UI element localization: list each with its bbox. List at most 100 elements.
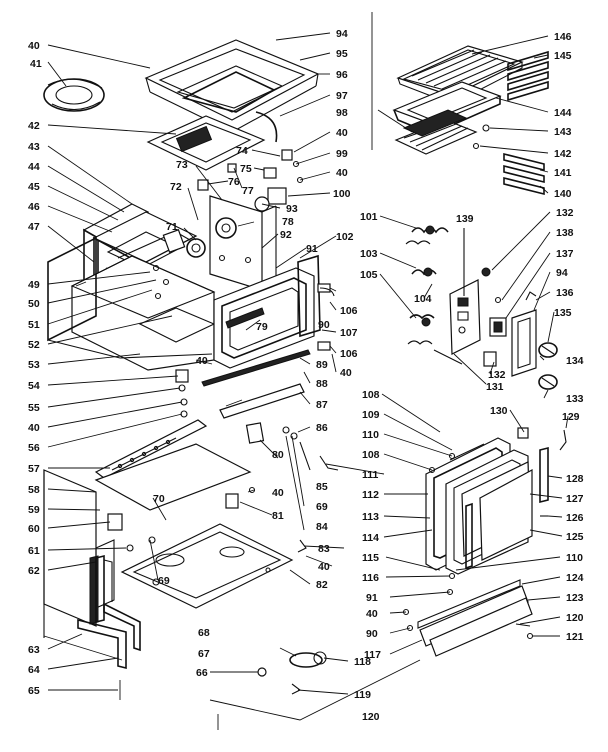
door-hinge-parts (517, 427, 567, 517)
label-81: 81 (272, 510, 284, 522)
label-54: 54 (28, 380, 40, 392)
label-40-top-left: 40 (28, 40, 40, 52)
label-76: 76 (228, 176, 240, 188)
label-137: 137 (556, 248, 574, 260)
label-84: 84 (316, 521, 328, 533)
label-69-left: 69 (158, 575, 170, 587)
leader-lines (47, 32, 569, 695)
label-112: 112 (362, 489, 379, 501)
burner-tube-parts (77, 554, 141, 670)
label-129: 129 (562, 411, 580, 423)
label-66: 66 (196, 667, 208, 679)
label-50: 50 (28, 298, 40, 310)
label-106-b: 106 (340, 348, 358, 360)
label-132-top: 132 (556, 207, 574, 219)
label-79: 79 (256, 321, 268, 333)
label-83: 83 (318, 543, 330, 555)
label-135: 135 (554, 307, 572, 319)
label-72: 72 (170, 181, 182, 193)
label-128: 128 (566, 473, 584, 485)
label-78: 78 (282, 216, 294, 228)
label-108-b: 108 (362, 449, 380, 461)
label-90-center: 90 (318, 319, 330, 331)
label-77: 77 (242, 185, 254, 197)
label-142: 142 (554, 148, 572, 160)
bottom-panel-part (94, 443, 256, 511)
label-121: 121 (566, 631, 584, 643)
label-117: 117 (364, 649, 381, 661)
label-69-center: 69 (316, 501, 328, 513)
label-85: 85 (316, 481, 328, 493)
label-146: 146 (554, 31, 572, 43)
label-55: 55 (28, 402, 40, 414)
control-bracket-part (449, 228, 481, 355)
broiler-hardware-parts (257, 647, 327, 695)
label-133: 133 (566, 393, 584, 405)
label-118: 118 (354, 656, 371, 668)
label-46: 46 (28, 201, 40, 213)
label-110-a: 110 (362, 429, 379, 441)
label-53: 53 (28, 359, 40, 371)
label-47: 47 (28, 221, 40, 233)
label-110-b: 110 (566, 552, 583, 564)
label-59: 59 (28, 504, 40, 516)
label-62: 62 (28, 565, 40, 577)
rear-panel-part (209, 195, 277, 291)
label-68: 68 (198, 627, 210, 639)
label-41: 41 (30, 58, 42, 70)
oven-liner-part (82, 203, 206, 356)
label-107: 107 (340, 327, 358, 339)
label-124: 124 (566, 572, 584, 584)
label-136: 136 (556, 287, 574, 299)
label-102: 102 (336, 231, 354, 243)
window-frame-part (511, 309, 537, 377)
label-101: 101 (360, 211, 378, 223)
label-56: 56 (28, 442, 40, 454)
label-115: 115 (362, 552, 379, 564)
label-74: 74 (236, 145, 248, 157)
label-75: 75 (240, 163, 252, 175)
label-93: 93 (286, 203, 298, 215)
label-40-center-2: 40 (340, 367, 352, 379)
label-90-lower: 90 (366, 628, 378, 640)
label-132-lower: 132 (488, 369, 506, 381)
label-130: 130 (490, 405, 508, 417)
label-144: 144 (554, 107, 572, 119)
label-40-right-2: 40 (336, 167, 348, 179)
label-40-lower-center-2: 40 (318, 561, 330, 573)
label-103: 103 (360, 248, 378, 260)
rail-parts (175, 349, 311, 419)
label-97: 97 (336, 90, 348, 102)
part-number-labels: 94 40 95 41 96 97 42 98 40 99 40 100 43 … (28, 28, 584, 723)
door-frame-part (213, 267, 315, 369)
label-140: 140 (554, 188, 572, 200)
label-63: 63 (28, 644, 40, 656)
knob-parts (538, 342, 558, 390)
label-119: 119 (354, 689, 371, 701)
label-89: 89 (316, 359, 328, 371)
label-40-lower-right: 40 (366, 608, 378, 620)
label-61: 61 (28, 545, 40, 557)
label-45: 45 (28, 181, 40, 193)
oven-bottom-part (120, 523, 307, 609)
label-96: 96 (336, 69, 348, 81)
label-127: 127 (566, 493, 584, 505)
switch-parts (481, 267, 537, 367)
label-49: 49 (28, 279, 40, 291)
label-94-top: 94 (336, 28, 348, 40)
label-40-lower-center: 40 (272, 487, 284, 499)
label-114: 114 (362, 532, 379, 544)
label-42: 42 (28, 120, 40, 132)
drawer-front-part (402, 572, 534, 657)
side-trim-parts (297, 254, 335, 351)
label-58: 58 (28, 484, 40, 496)
label-70: 70 (153, 493, 165, 505)
cabinet-body-part (47, 236, 216, 371)
label-95: 95 (336, 48, 348, 60)
label-99: 99 (336, 148, 348, 160)
label-139: 139 (456, 213, 474, 225)
base-outline (43, 12, 421, 730)
spring-parts (405, 225, 463, 365)
label-86: 86 (316, 422, 328, 434)
